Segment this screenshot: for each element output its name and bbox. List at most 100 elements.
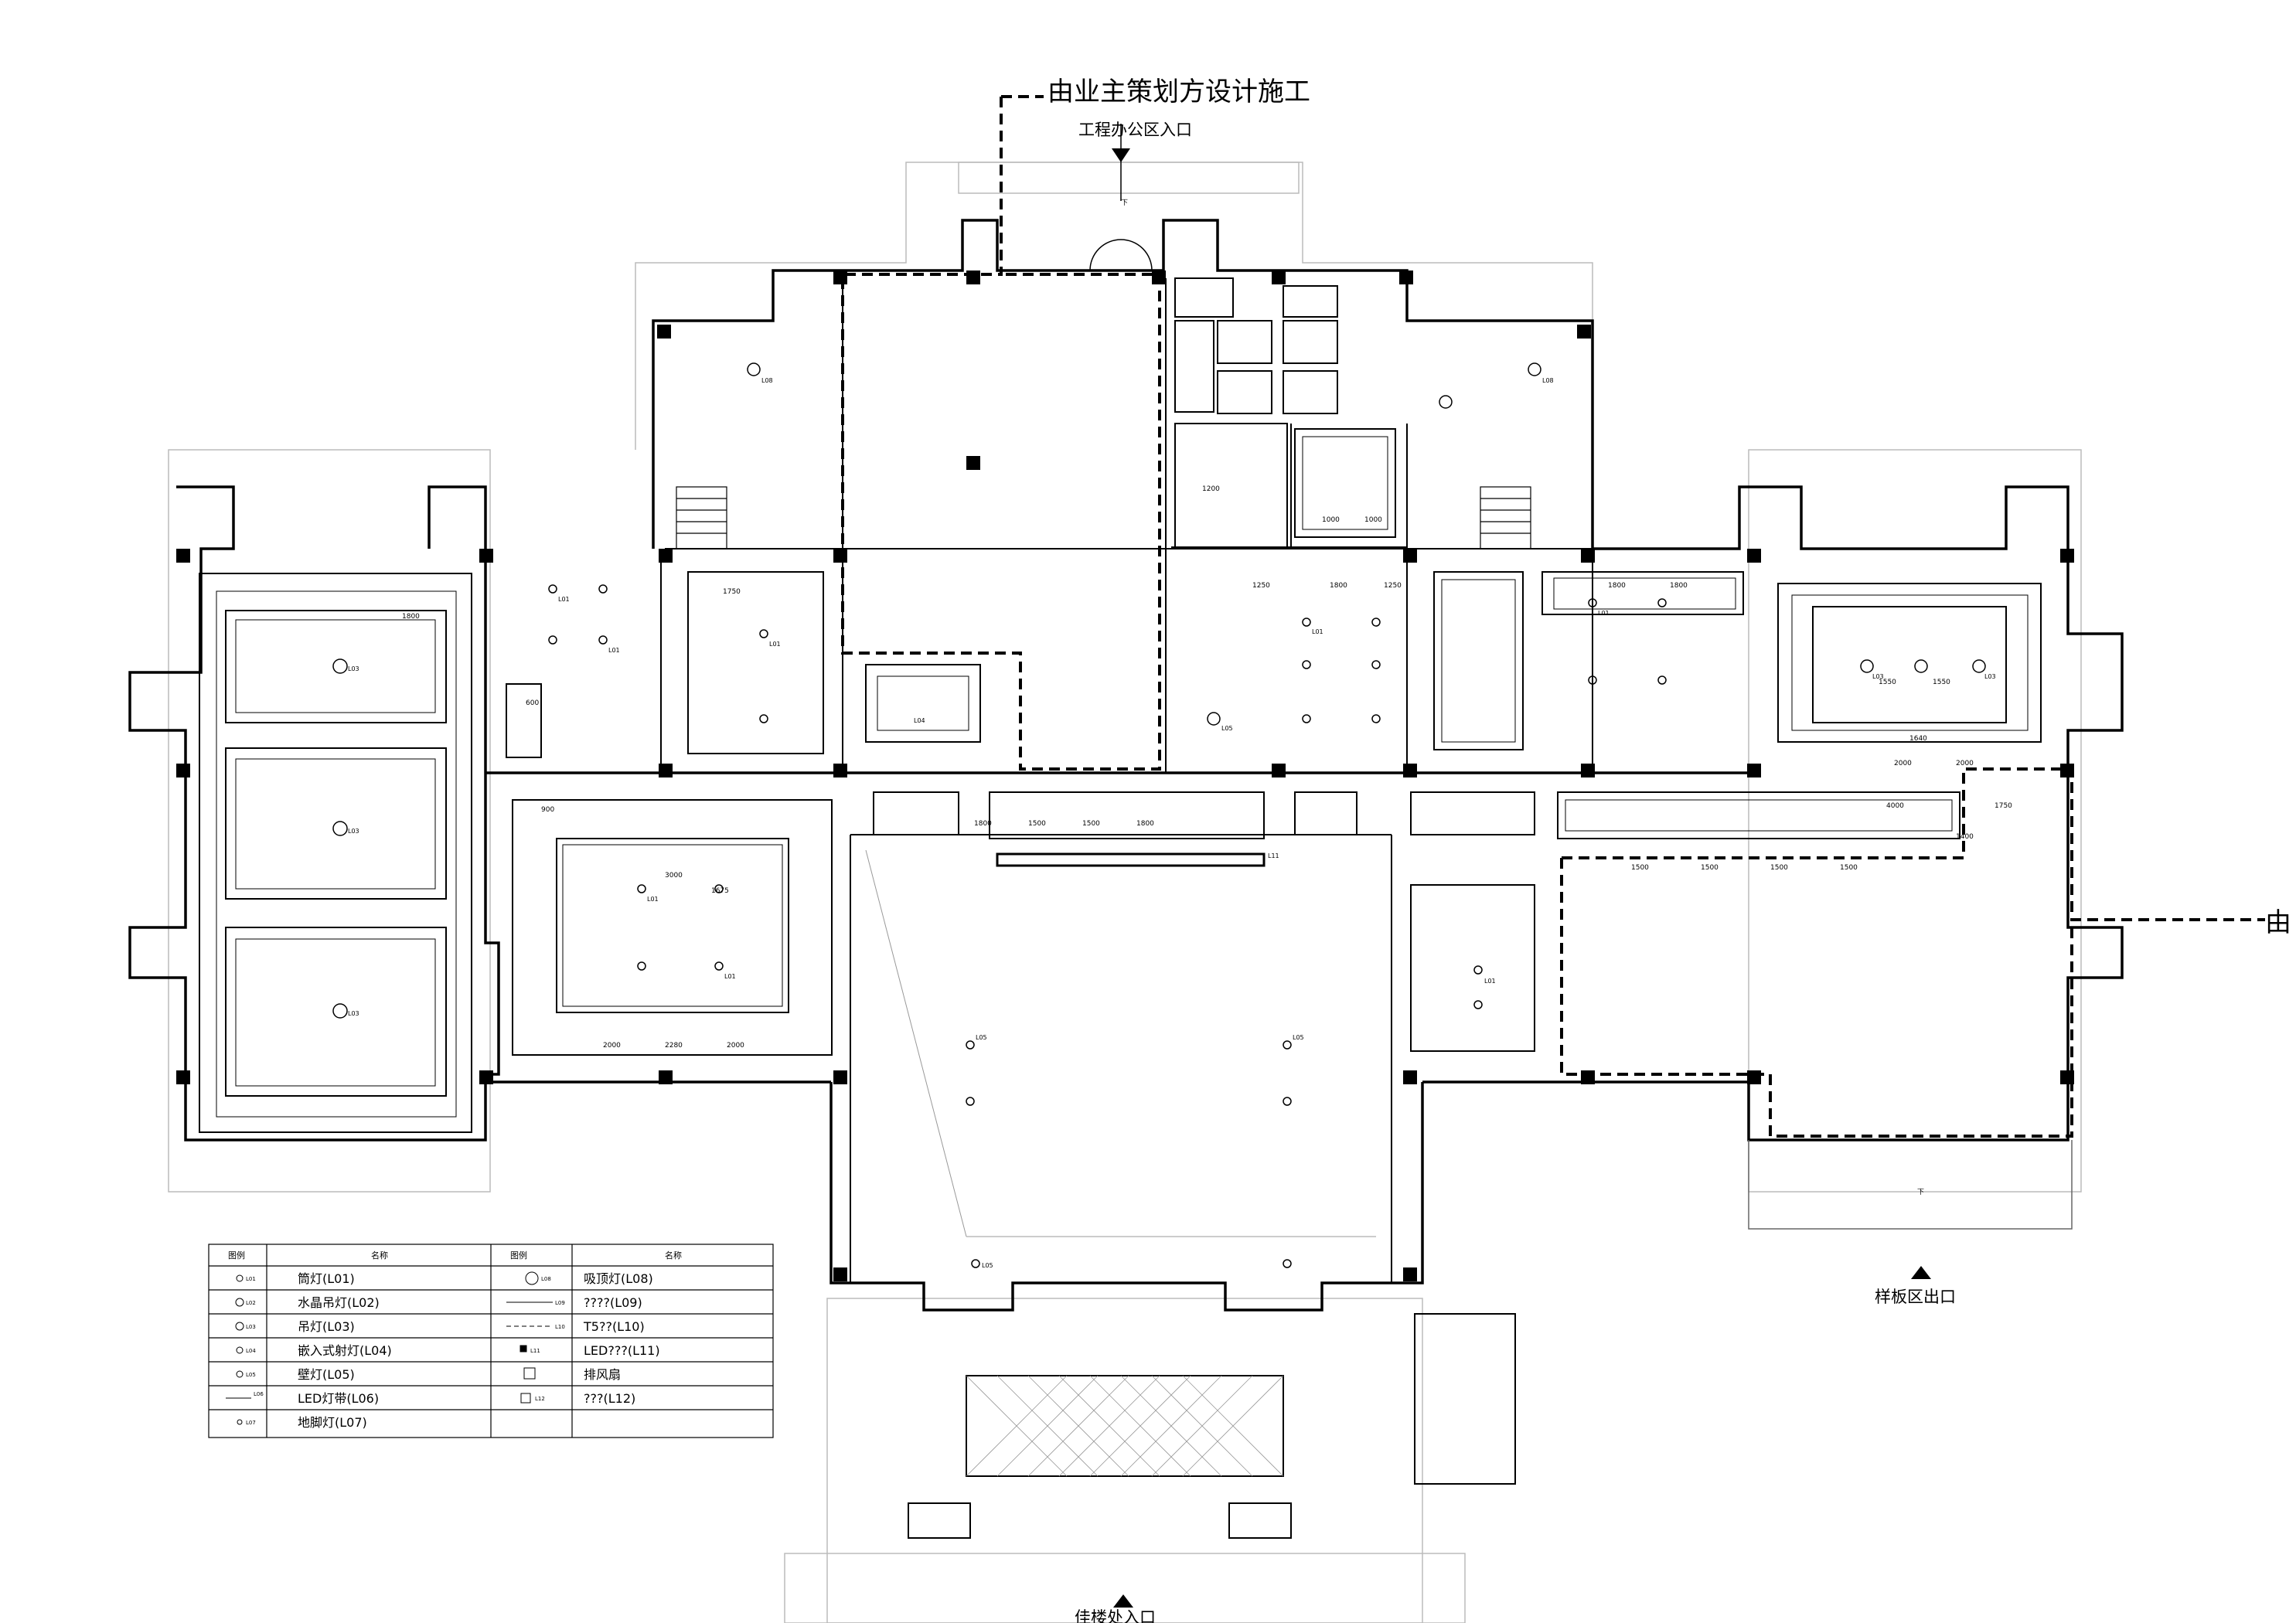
legend-tag: L10 [555, 1324, 565, 1330]
sample-exit-label: 样板区出口 [1875, 1288, 1956, 1306]
fixture-tag: L01 [608, 647, 620, 654]
legend-item: LED灯带(L06) [298, 1391, 379, 1406]
right-wing-ceiling [1541, 571, 2073, 1230]
legend-tag: L05 [246, 1372, 256, 1378]
dimension: 1400 [1956, 833, 1974, 841]
fixture-tag: L05 [982, 1262, 993, 1269]
legend-item: ????(L09) [584, 1295, 642, 1310]
dimension: 2000 [727, 1042, 744, 1050]
dimension: 1800 [402, 613, 420, 621]
legend-item: 壁灯(L05) [298, 1367, 355, 1382]
dimension: 1800 [1330, 582, 1347, 590]
service-rooms [1174, 277, 1396, 548]
fixture-tag: L01 [769, 641, 781, 648]
fixture-tag: L01 [1312, 628, 1323, 635]
legend-tag: L12 [535, 1396, 545, 1402]
legend-item: 吊灯(L03) [298, 1319, 355, 1334]
fixture-tag: L08 [1542, 377, 1554, 384]
corridor-panels [865, 571, 1535, 1052]
legend-tag: L09 [555, 1300, 565, 1306]
legend-header-name: 名称 [371, 1250, 388, 1261]
fixture-tag: L01 [1598, 610, 1610, 617]
fixture-tag: L03 [348, 828, 359, 835]
dimension: 1500 [1028, 820, 1046, 828]
dimension: 1500 [1701, 864, 1719, 872]
bottom-entrance-label: 佳楼处入口 [1075, 1608, 1156, 1623]
legend-tag: L06 [254, 1391, 264, 1397]
legend-item: 筒灯(L01) [298, 1271, 355, 1286]
dimension: 1250 [1252, 582, 1270, 590]
legend-header-symbol: 图例 [228, 1250, 245, 1261]
fixture-tag: L05 [1293, 1034, 1304, 1041]
fixture-tag: L01 [1484, 978, 1496, 985]
interior-walls [660, 278, 1593, 1283]
fixture-tag: L05 [1221, 725, 1233, 732]
dimension: 2280 [665, 1042, 683, 1050]
legend-symbols [226, 1271, 553, 1425]
dimension: 3000 [665, 872, 683, 880]
legend-item: 吸顶灯(L08) [584, 1271, 653, 1286]
center-left-ceiling [506, 571, 833, 1056]
legend-header-symbol: 图例 [510, 1250, 527, 1261]
dimension: 1800 [1136, 820, 1154, 828]
legend-tag: L02 [246, 1300, 256, 1306]
site-outline [168, 162, 2082, 1623]
terrace-hatch [908, 1313, 1516, 1539]
dimension: 1500 [1631, 864, 1649, 872]
fixture-tag: L05 [976, 1034, 987, 1041]
left-wing-ceiling [199, 573, 472, 1133]
dimension: 1500 [1840, 864, 1858, 872]
entrance-doors [1089, 124, 1153, 271]
dimension: 1000 [1322, 516, 1340, 524]
legend-item: 排风扇 [584, 1367, 621, 1382]
dimension: 1750 [723, 588, 741, 596]
legend-tag: L03 [246, 1324, 256, 1330]
exterior-walls [128, 219, 2124, 1312]
dimension: 1750 [1995, 802, 2012, 810]
legend-item: 地脚灯(L07) [298, 1415, 367, 1430]
dimension: 1800 [974, 820, 992, 828]
fixture-tag: L01 [558, 596, 570, 603]
stairs [676, 486, 1531, 550]
dimension: 1500 [1770, 864, 1788, 872]
legend-item: ???(L12) [584, 1391, 635, 1406]
fixture-tag: L01 [724, 973, 736, 980]
stair-down-marker: 下 [1917, 1189, 1924, 1196]
dimension: 1800 [1608, 582, 1626, 590]
dimension: 900 [541, 806, 554, 814]
office-entrance-label: 工程办公区入口 [1078, 121, 1192, 139]
dimension: 600 [526, 699, 539, 707]
legend-item: LED???(L11) [584, 1343, 660, 1358]
stair-down-marker: 下 [1121, 199, 1128, 207]
dimension: 1000 [1364, 516, 1382, 524]
dimension: 1550 [1933, 679, 1950, 686]
fixture-tag: L04 [914, 717, 925, 724]
legend-item: 水晶吊灯(L02) [298, 1295, 380, 1310]
fixture-tag: L03 [348, 1010, 359, 1017]
dimension: 1550 [1879, 679, 1896, 686]
dimension: 1800 [1670, 582, 1688, 590]
legend-tag: L08 [541, 1276, 551, 1282]
dimension: 1500 [1082, 820, 1100, 828]
fixture-tag: L03 [1984, 673, 1996, 680]
legend-tag: L11 [530, 1348, 540, 1354]
dimension: 2000 [1956, 760, 1974, 767]
legend-table-grid [208, 1244, 774, 1438]
owner-note-right: 由 [2265, 907, 2291, 938]
plan-text-labels: 由业主策划方设计施工 工程办公区入口 由 样板区出口 佳楼处入口 下 下 L03… [348, 77, 2291, 1623]
legend-header-name: 名称 [665, 1250, 682, 1261]
entrance-arrows [1112, 148, 1931, 1608]
dimension: 1640 [1909, 735, 1927, 743]
structural-columns [176, 270, 2074, 1281]
legend: 图例 名称 图例 名称 L01 筒灯(L01) L02 水晶吊灯(L02) L0… [228, 1250, 682, 1430]
dimension: 1675 [711, 887, 729, 895]
dimension: 1200 [1202, 485, 1220, 493]
dimension: 1250 [1384, 582, 1402, 590]
dimension: 2000 [1894, 760, 1912, 767]
legend-item: T5??(L10) [583, 1319, 645, 1334]
fixture-tag: L03 [1872, 673, 1884, 680]
dimension: 4000 [1886, 802, 1904, 810]
dimension: 2000 [603, 1042, 621, 1050]
legend-tag: L01 [246, 1276, 256, 1282]
